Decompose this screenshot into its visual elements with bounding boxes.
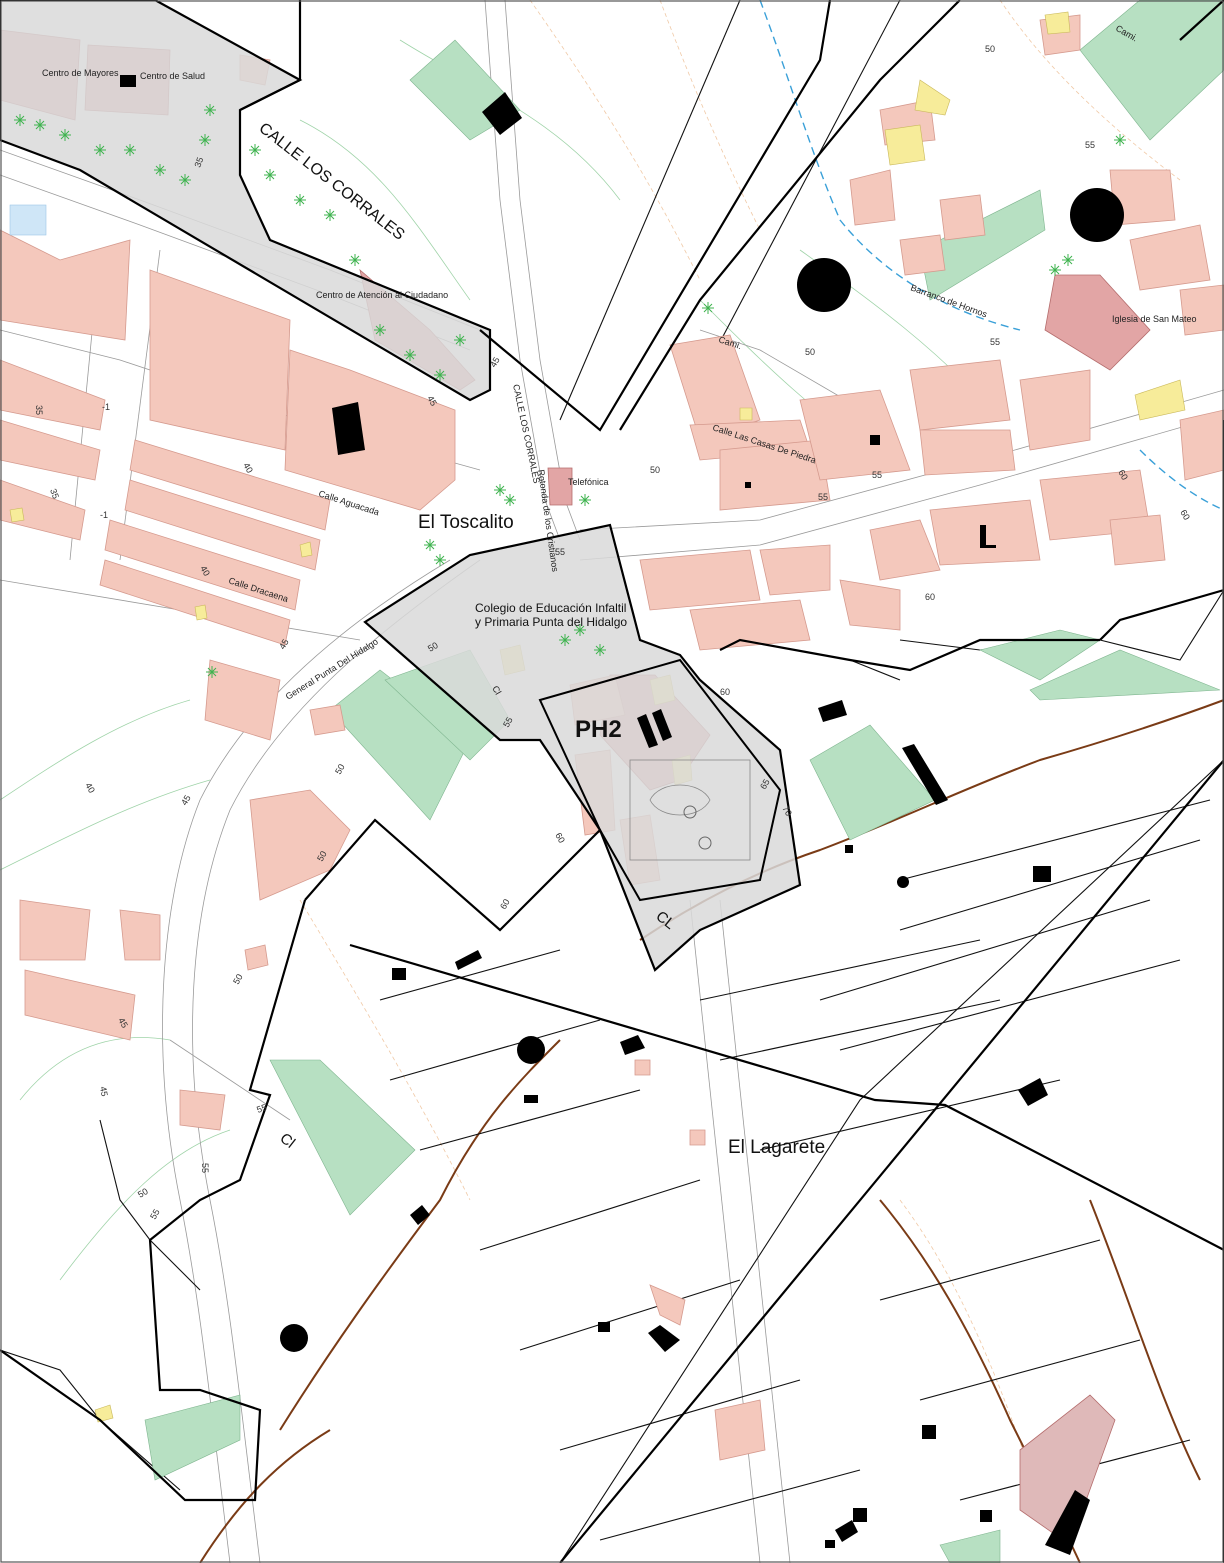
zone-calle-los-corrales [0,0,492,402]
svg-text:55: 55 [872,470,882,480]
elevation-labels: 35 35 35 40 40 40 45 45 45 45 45 45 50 5… [34,44,1192,1221]
svg-text:50: 50 [805,347,815,357]
svg-text:60: 60 [925,592,935,602]
svg-text:45: 45 [98,1086,110,1098]
svg-text:55: 55 [555,547,565,557]
svg-text:50: 50 [136,1186,150,1200]
zone-ph2 [363,523,802,972]
watercourse-east [1139,449,1224,511]
svg-text:50: 50 [333,762,347,776]
svg-text:50: 50 [231,972,245,986]
svg-text:55: 55 [255,1102,268,1115]
svg-text:50: 50 [315,849,329,863]
planning-zones[interactable] [0,0,802,972]
place-el-toscalito: El Toscalito [418,512,514,533]
svg-text:45: 45 [116,1016,130,1030]
poi-telefonica: Telefónica [568,477,609,487]
svg-text:35: 35 [34,405,44,415]
svg-text:60: 60 [1116,468,1130,482]
svg-text:65: 65 [758,777,772,791]
svg-text:-1: -1 [102,402,110,412]
poi-centro-de-salud: Centro de Salud [140,71,205,81]
poi-centro-atencion-ciudadano: Centro de Atención al Ciudadano [316,290,448,300]
svg-text:45: 45 [425,394,439,408]
svg-text:60: 60 [553,831,567,845]
green-areas [144,0,1224,1563]
svg-text:45: 45 [179,793,193,807]
place-el-lagarete: El Lagarete [728,1137,825,1158]
trees [14,104,1126,678]
svg-text:55: 55 [990,337,1000,347]
svg-text:35: 35 [48,487,61,500]
svg-text:50: 50 [650,465,660,475]
svg-text:45: 45 [488,355,502,369]
svg-text:40: 40 [83,781,97,795]
poi-colegio-line-2: y Primaria Punta del Hidalgo [475,615,627,629]
svg-text:50: 50 [426,640,440,654]
svg-text:55: 55 [200,1163,210,1173]
zone-badge-ph2[interactable]: PH2 [575,716,622,743]
svg-text:60: 60 [1178,508,1192,522]
poi-centro-de-mayores: Centro de Mayores [42,68,119,78]
poi-iglesia-san-mateo: Iglesia de San Mateo [1112,314,1197,324]
barranco-watercourse [759,0,1021,331]
svg-text:40: 40 [198,564,212,578]
svg-text:45: 45 [277,637,291,651]
svg-text:70: 70 [780,804,794,818]
svg-text:50: 50 [985,44,995,54]
pool [9,204,47,236]
svg-text:60: 60 [720,687,730,697]
svg-text:60: 60 [498,897,512,911]
svg-text:55: 55 [148,1207,162,1221]
svg-text:35: 35 [192,156,205,169]
svg-text:55: 55 [1085,140,1095,150]
poi-colegio-line-1: Colegio de Educación Infaltil [475,601,626,615]
svg-text:40: 40 [241,461,255,475]
svg-text:55: 55 [818,492,828,502]
svg-text:55: 55 [501,715,515,729]
black-markers [120,75,1124,1555]
svg-text:-1: -1 [100,510,108,520]
